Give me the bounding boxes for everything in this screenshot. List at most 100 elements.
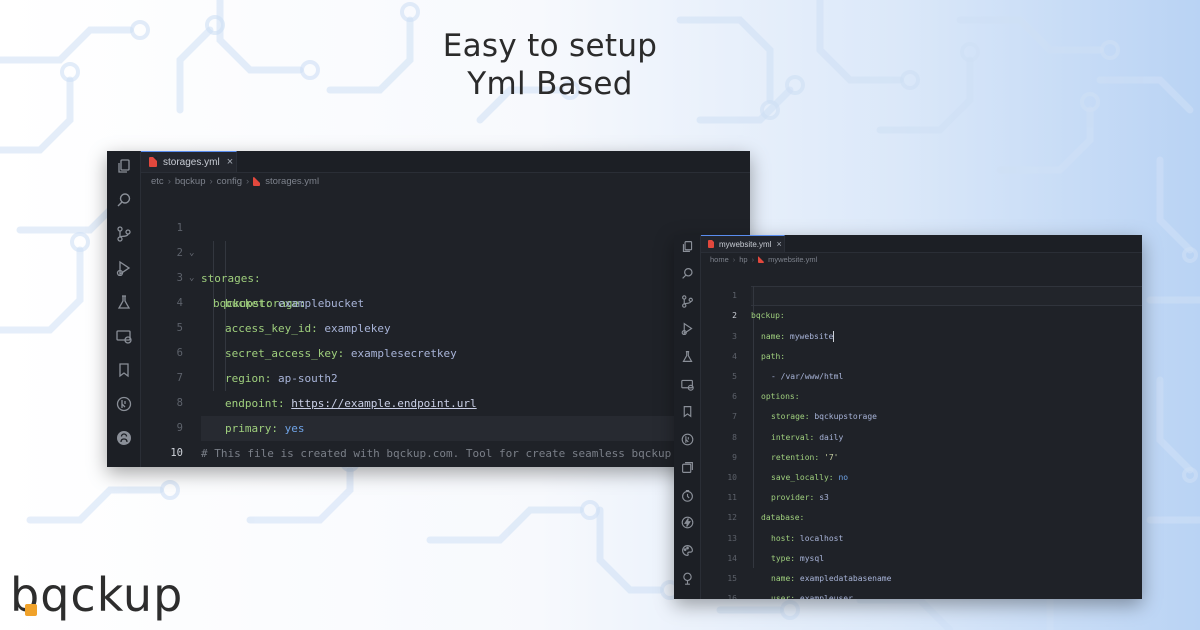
yaml-key: access_key_id: bbox=[225, 322, 318, 335]
line-number: 4 bbox=[176, 297, 183, 309]
remote-explorer-icon[interactable] bbox=[680, 377, 695, 392]
line-number: 12 bbox=[727, 513, 737, 523]
yaml-key: save_locally: bbox=[771, 473, 834, 482]
line-number: 4 bbox=[732, 351, 737, 361]
code-line: 15 user: exampleuser bbox=[701, 549, 1142, 599]
yaml-value: examplekey bbox=[324, 322, 391, 335]
indent-guide bbox=[753, 286, 754, 568]
activity-bar bbox=[674, 235, 701, 599]
code-line: 3 bucket: examplebucket bbox=[141, 241, 750, 310]
line-number: 9 bbox=[732, 452, 737, 462]
breadcrumb: etc› bqckup› config› storages.yml bbox=[151, 176, 320, 187]
line-number: 7 bbox=[732, 412, 737, 422]
logo-accent-mark bbox=[25, 604, 37, 616]
timeline-icon[interactable] bbox=[680, 432, 695, 447]
yaml-value: s3 bbox=[819, 493, 829, 503]
history-icon[interactable] bbox=[680, 488, 695, 503]
text-cursor bbox=[833, 330, 835, 342]
copy-icon[interactable] bbox=[680, 460, 695, 475]
remote-explorer-icon[interactable] bbox=[115, 327, 133, 345]
yaml-key: user: bbox=[771, 594, 796, 599]
line-number: 2 bbox=[732, 311, 737, 321]
search-icon[interactable] bbox=[115, 191, 133, 209]
files-icon[interactable] bbox=[680, 239, 695, 254]
code-line: 13 type: mysql bbox=[701, 508, 1142, 563]
bolt-icon[interactable] bbox=[680, 515, 695, 530]
source-control-icon[interactable] bbox=[680, 294, 695, 309]
flask-icon[interactable] bbox=[680, 349, 695, 364]
line-number: 13 bbox=[727, 533, 737, 543]
bookmark-icon[interactable] bbox=[115, 361, 133, 379]
code-line: 9 save_locally: no bbox=[701, 428, 1142, 482]
breadcrumb-item[interactable]: etc bbox=[151, 176, 164, 187]
tab-storages-yml[interactable]: storages.yml × bbox=[141, 151, 237, 172]
code-line: 12 host: localhost bbox=[701, 488, 1142, 542]
line-number: 2 bbox=[176, 247, 183, 259]
run-debug-icon[interactable] bbox=[680, 321, 695, 336]
tab-bar: storages.yml × bbox=[141, 151, 750, 173]
close-tab-icon[interactable]: × bbox=[776, 239, 782, 249]
breadcrumb-item[interactable]: bqckup bbox=[174, 176, 206, 187]
run-debug-icon[interactable] bbox=[115, 259, 133, 277]
fold-chevron-icon[interactable]: ⌄ bbox=[189, 248, 195, 258]
search-icon[interactable] bbox=[680, 266, 695, 281]
code-line: 5 secret_access_key: examplesecretkey bbox=[141, 291, 750, 360]
activity-bar bbox=[107, 151, 141, 467]
palette-icon[interactable] bbox=[680, 543, 695, 558]
yaml-key: bqckup: bbox=[751, 311, 785, 321]
code-line: 9 # This file is created with bqckup.com… bbox=[141, 391, 750, 460]
bookmark-icon[interactable] bbox=[680, 404, 695, 419]
tab-bar: mywebsite.yml × bbox=[701, 235, 1142, 253]
code-line: 1 bqckup: bbox=[701, 266, 1142, 320]
line-number: 15 bbox=[727, 574, 737, 583]
code-line: 16 password: examplepassword bbox=[701, 569, 1142, 599]
tab-mywebsite-yml[interactable]: mywebsite.yml × bbox=[701, 235, 785, 252]
code-line: 3 path: bbox=[701, 306, 1142, 361]
yaml-key: endpoint: bbox=[225, 397, 285, 410]
code-line: 14 name: exampledatabasename bbox=[701, 529, 1142, 583]
code-area[interactable]: 1 bqckup: 2 name: mywebsite 3 path: 4 - … bbox=[701, 266, 1142, 599]
breadcrumb-item[interactable]: config bbox=[216, 176, 243, 187]
headline-easy-setup: Easy to setup bbox=[442, 28, 658, 64]
yaml-dash: - bbox=[771, 372, 781, 381]
code-line: 10 provider: s3 bbox=[701, 448, 1142, 502]
yaml-file-icon bbox=[708, 240, 714, 248]
breadcrumb-item[interactable]: home bbox=[710, 255, 729, 264]
yaml-value: no bbox=[838, 473, 849, 482]
github-icon[interactable] bbox=[115, 429, 133, 447]
source-control-icon[interactable] bbox=[115, 225, 133, 243]
breadcrumb-item[interactable]: hp bbox=[739, 255, 748, 264]
yaml-value: daily bbox=[819, 432, 844, 442]
yaml-key: primary: bbox=[225, 422, 278, 435]
code-area[interactable]: 1 ⌄ storages: 2 ⌄ bqckupstorage: 3 bucke… bbox=[141, 191, 750, 467]
fold-chevron-icon[interactable]: ⌄ bbox=[189, 273, 195, 283]
endpoint-url-link[interactable]: https://example.endpoint.url bbox=[291, 397, 477, 410]
yaml-value: examplebucket bbox=[277, 297, 365, 310]
yaml-value: ap-south2 bbox=[277, 372, 338, 385]
breadcrumb-item[interactable]: mywebsite.yml bbox=[768, 255, 818, 264]
yaml-key: bucket: bbox=[225, 297, 272, 310]
current-line-highlight bbox=[201, 416, 750, 441]
yaml-value: '7' bbox=[824, 452, 839, 462]
yaml-value: bqckupstorage bbox=[814, 412, 877, 422]
code-line: 2 ⌄ bqckupstorage: bbox=[141, 216, 750, 310]
yaml-key: options: bbox=[761, 392, 800, 402]
breadcrumb: home› hp› mywebsite.yml bbox=[710, 255, 818, 264]
yaml-value: mysql bbox=[799, 553, 825, 563]
code-line: 4 - /var/www/html bbox=[701, 327, 1142, 381]
yaml-value: exampleuser bbox=[799, 594, 853, 599]
close-tab-icon[interactable]: × bbox=[226, 156, 234, 168]
flask-icon[interactable] bbox=[115, 293, 133, 311]
indent-guide bbox=[225, 241, 226, 391]
yaml-value: yes bbox=[284, 422, 305, 435]
tree-icon[interactable] bbox=[680, 571, 695, 586]
timeline-icon[interactable] bbox=[115, 395, 133, 413]
yaml-value: localhost bbox=[799, 533, 844, 543]
files-icon[interactable] bbox=[115, 157, 133, 175]
line-number: 8 bbox=[176, 397, 183, 409]
breadcrumb-item[interactable]: storages.yml bbox=[265, 176, 320, 187]
yaml-key: storages: bbox=[201, 272, 261, 285]
line-number: 3 bbox=[176, 272, 183, 284]
code-line: 4 access_key_id: examplekey bbox=[141, 266, 750, 335]
